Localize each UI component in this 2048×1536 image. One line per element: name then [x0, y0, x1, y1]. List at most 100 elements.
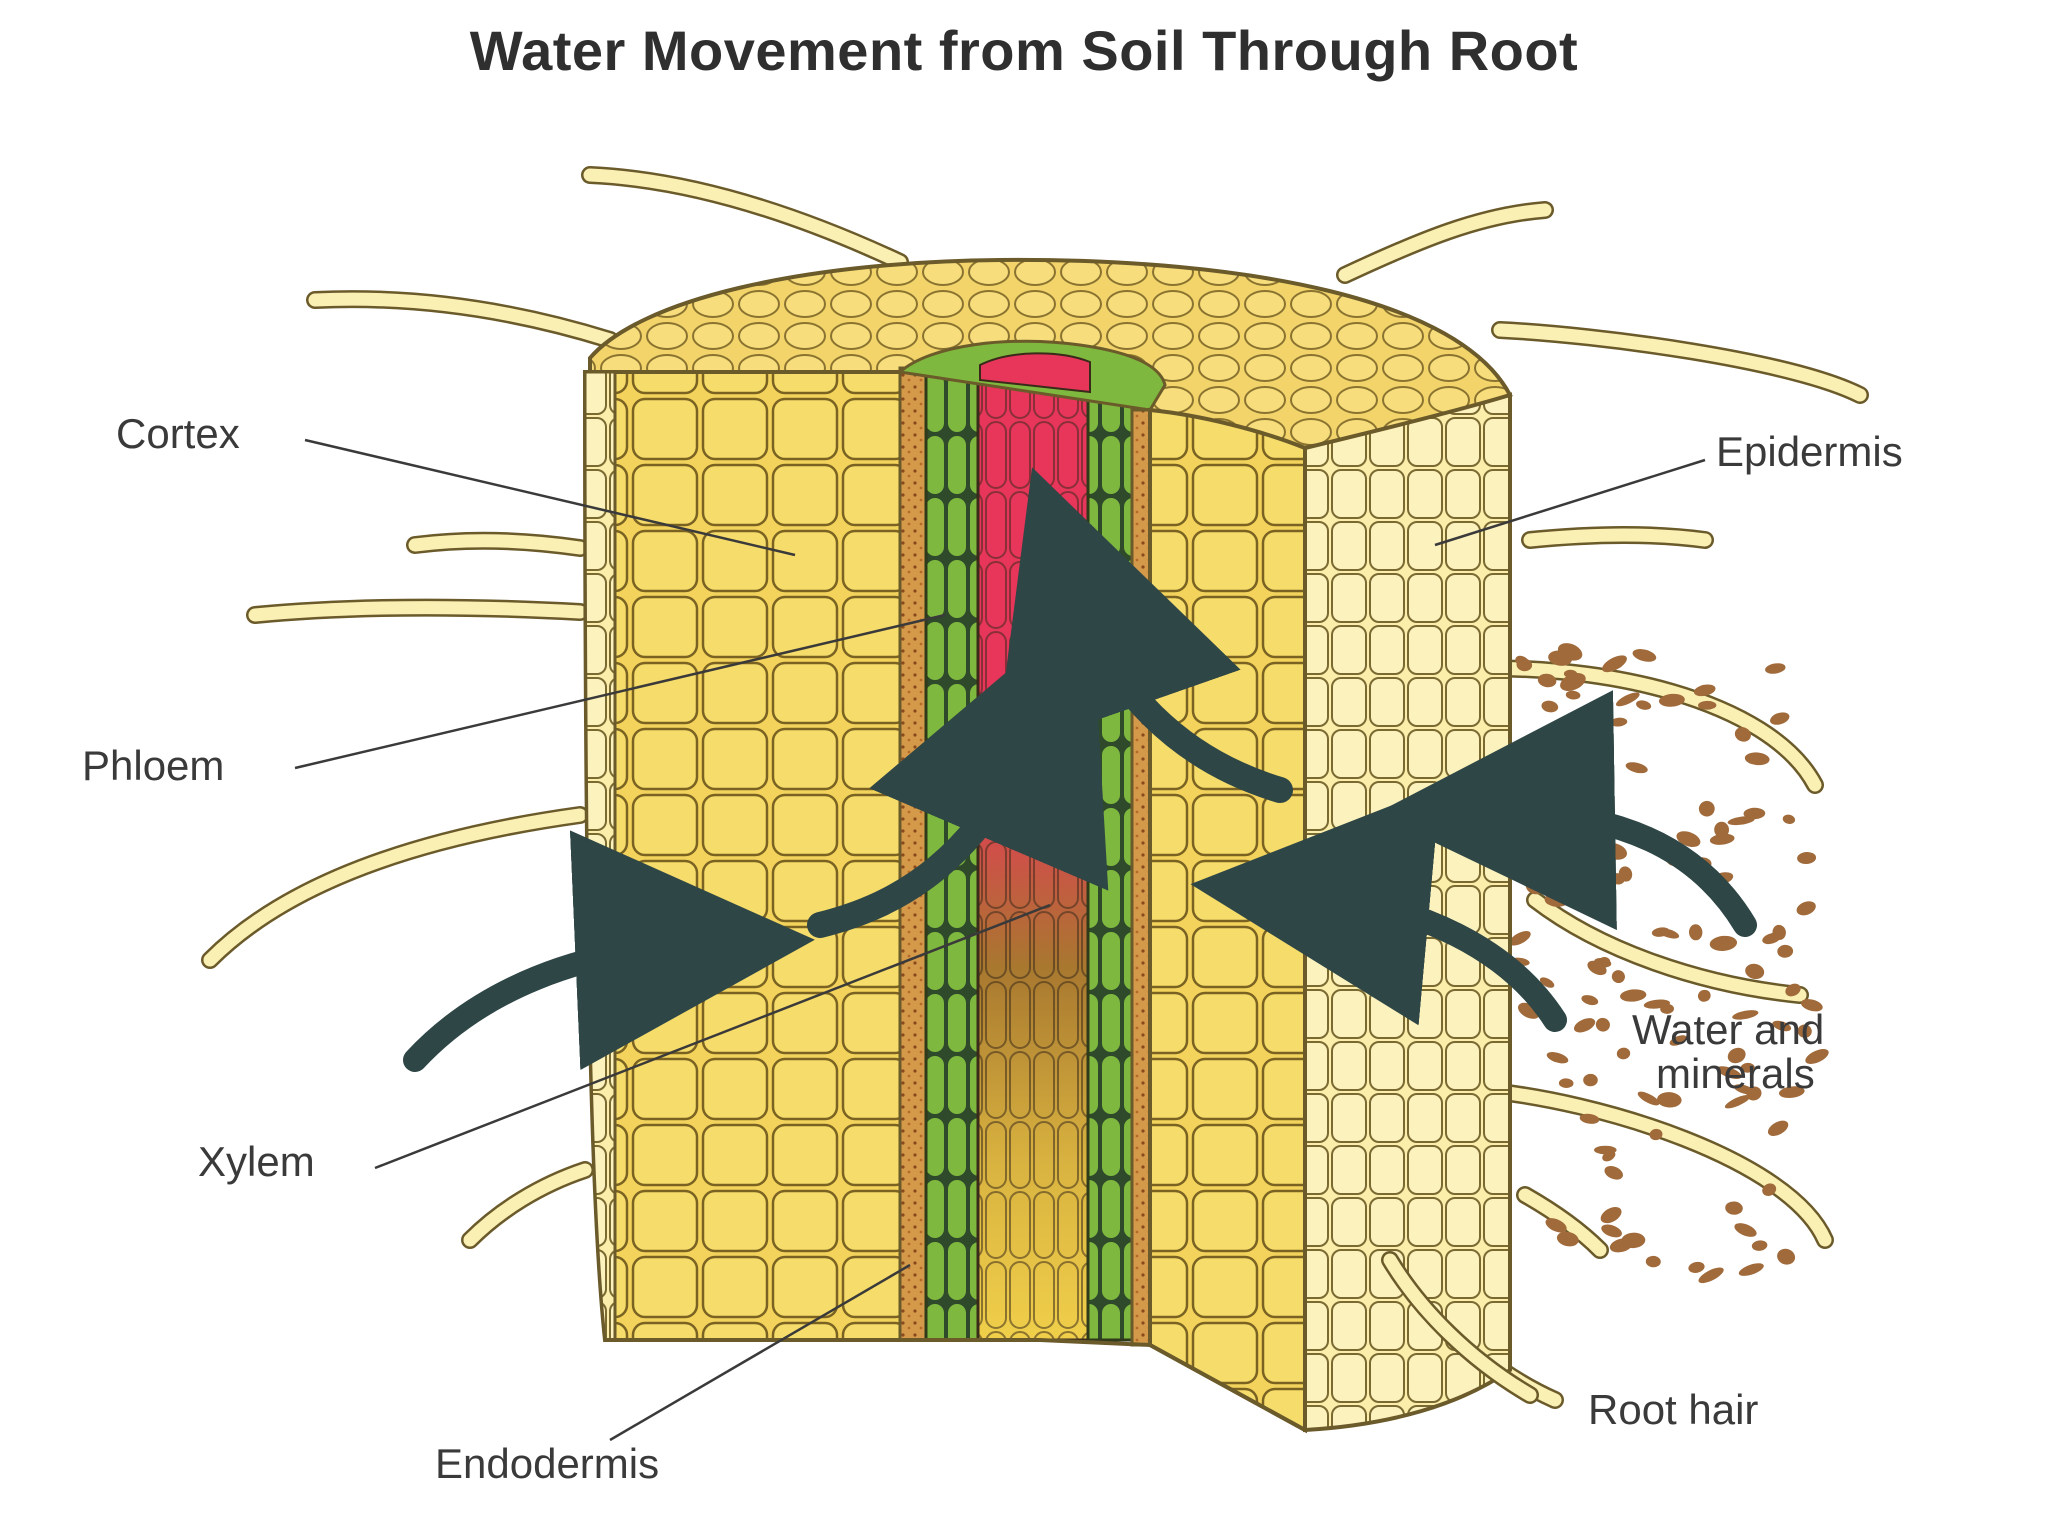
label-water-line1: Water and	[1632, 1006, 1825, 1053]
soil-particle	[1693, 684, 1716, 697]
soil-particle	[1637, 1091, 1660, 1106]
soil-particle	[1537, 673, 1557, 688]
diagram-title: Water Movement from Soil Through Root	[469, 19, 1579, 82]
soil-particle	[1676, 831, 1701, 847]
soil-particle	[1556, 1231, 1579, 1247]
root-hair	[201, 806, 589, 969]
root-hairs-left	[201, 166, 909, 1249]
soil-particle	[1509, 931, 1531, 946]
root-hair	[248, 600, 587, 622]
soil-particle	[1583, 1073, 1598, 1087]
soil-particle	[1734, 727, 1751, 742]
soil-particle	[1620, 989, 1647, 1002]
soil-particle	[1734, 1223, 1757, 1237]
root-hair	[408, 534, 587, 555]
leader-epidermis	[1434, 458, 1706, 547]
soil-particle	[1777, 1248, 1796, 1265]
root-hair	[583, 168, 907, 269]
soil-particle	[1649, 1128, 1663, 1141]
soil-particle	[1548, 650, 1573, 666]
root-hair	[581, 166, 909, 271]
soil-particle	[1796, 901, 1816, 916]
label-root-hair: Root hair	[1588, 1386, 1759, 1433]
cortex-inner-right	[1148, 407, 1307, 1434]
soil-particle	[1621, 1232, 1646, 1249]
soil-particle	[1744, 752, 1770, 766]
label-phloem: Phloem	[82, 742, 225, 789]
soil-particle	[1565, 690, 1581, 700]
soil-particle	[1765, 663, 1786, 674]
soil-particle	[1800, 999, 1823, 1012]
soil-particle	[1604, 1166, 1623, 1180]
soil-particle	[1688, 924, 1703, 941]
label-epidermis: Epidermis	[1716, 428, 1903, 475]
root-hairs-front	[1381, 1251, 1539, 1404]
label-endodermis: Endodermis	[435, 1440, 660, 1487]
soil-particle	[1560, 673, 1586, 691]
soil-particle	[1745, 963, 1765, 980]
soil-particle	[1643, 999, 1671, 1009]
soil-particle	[1724, 1095, 1751, 1109]
soil-particle	[1698, 700, 1717, 710]
root-hair	[1383, 1253, 1537, 1402]
label-water-line2: minerals	[1656, 1050, 1815, 1098]
bottom-edge	[605, 1338, 1306, 1432]
label-water-and-minerals: Water and minerals	[1632, 1006, 1825, 1098]
soil-particle	[1602, 655, 1627, 673]
root-hair	[1518, 1188, 1607, 1257]
soil-particle	[1546, 1052, 1569, 1064]
soil-particle	[1785, 983, 1801, 997]
leader-lines	[294, 438, 1706, 1442]
epidermis-left	[583, 370, 617, 1342]
soil-particle	[1569, 838, 1583, 851]
root-hair	[308, 292, 617, 347]
soil-particle	[1625, 762, 1648, 774]
soil-particle	[1602, 1150, 1616, 1162]
flow-arrow-into-cortex-right	[1190, 786, 1567, 1032]
soil-particle	[1657, 1092, 1682, 1108]
root-hair	[1338, 203, 1552, 282]
soil-particle	[1636, 700, 1652, 710]
soil-particle	[1563, 669, 1578, 679]
root-hair	[463, 1163, 592, 1247]
flow-arrow-soil-to-cortex-left	[403, 830, 815, 1072]
soil-particle	[1769, 712, 1790, 725]
soil-particle	[1601, 1224, 1622, 1238]
flow-arrow-soil-to-epidermis	[1375, 690, 1757, 937]
soil-particle	[1611, 970, 1625, 984]
soil-particle	[1669, 1035, 1687, 1046]
soil-particle	[1616, 1047, 1631, 1060]
soil-particle	[1539, 977, 1555, 988]
soil-particle	[1651, 927, 1670, 937]
soil-particle	[1698, 800, 1715, 817]
soil-particle	[1762, 1183, 1777, 1196]
soil-particle	[1727, 816, 1755, 826]
endodermis-left	[898, 366, 928, 1342]
soil-particle	[1732, 1010, 1759, 1020]
leader-cortex	[304, 438, 796, 557]
root-hair	[203, 808, 587, 967]
soil-particle	[1740, 1062, 1755, 1073]
leader-phloem	[294, 613, 946, 770]
leader-endodermis	[609, 1263, 911, 1442]
soil-particle	[1772, 924, 1786, 940]
soil-particle	[1782, 814, 1796, 824]
soil-particle	[1595, 1017, 1610, 1032]
soil-particle	[1558, 1078, 1574, 1089]
soil-particle	[1697, 989, 1711, 1002]
soil-particle	[1645, 1255, 1661, 1268]
soil-particle	[1594, 957, 1612, 968]
label-cortex: Cortex	[116, 410, 240, 457]
label-xylem: Xylem	[198, 1138, 315, 1185]
root-hair	[1473, 1083, 1832, 1247]
xylem-top	[979, 352, 1091, 394]
root-hair	[1493, 323, 1867, 402]
soil-particle	[1727, 1047, 1746, 1064]
soil-particle	[1541, 700, 1559, 713]
water-flow-arrows	[403, 467, 1757, 1072]
soil-particle	[1688, 1261, 1705, 1273]
soil-particle	[1767, 1120, 1789, 1136]
soil-particle	[1516, 658, 1533, 672]
soil-particle	[1615, 692, 1640, 707]
